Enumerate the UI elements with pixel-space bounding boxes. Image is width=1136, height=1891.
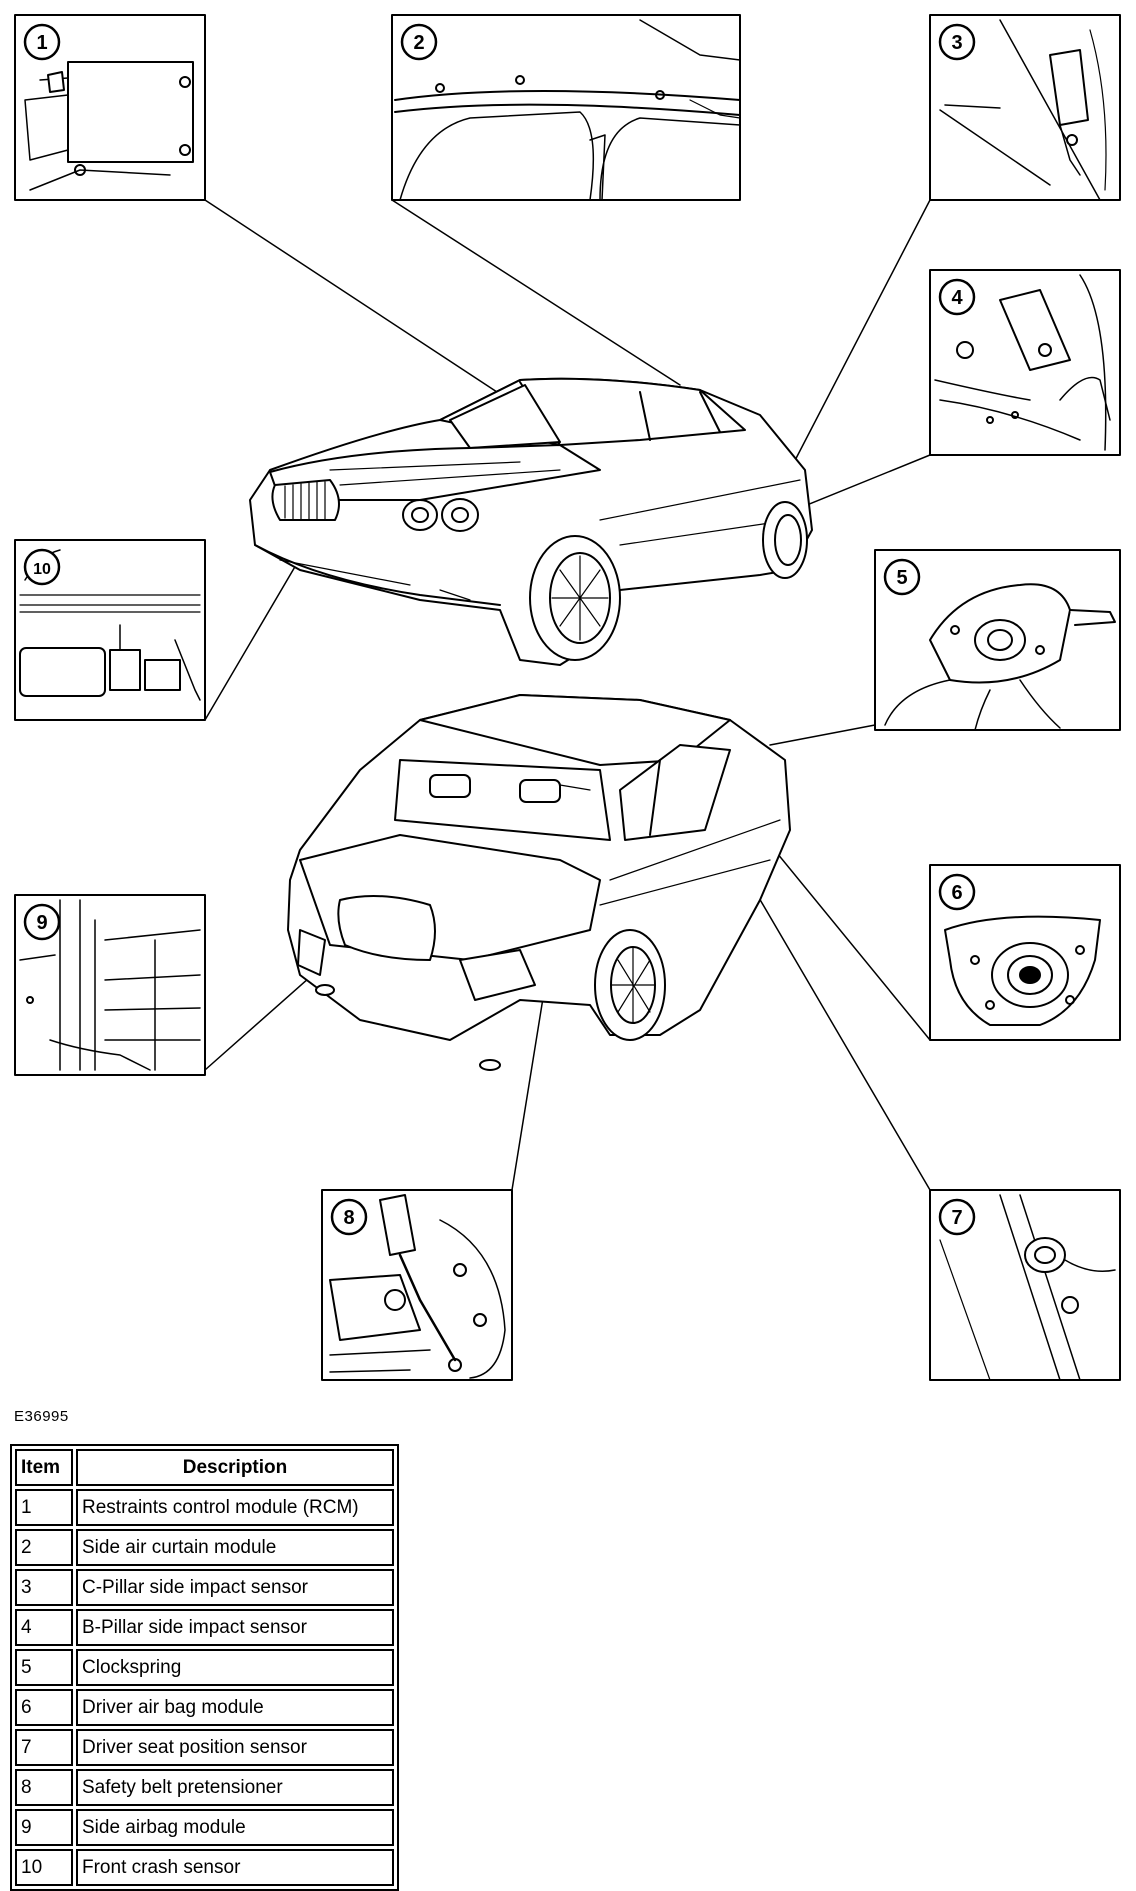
- callout-number: 7: [951, 1207, 962, 1229]
- callout-circle: [938, 23, 976, 61]
- callout-3-c-pillar-side-impact-sensor: 3: [938, 23, 976, 61]
- item-number-cell: 8: [15, 1769, 73, 1806]
- callout-markers: 1 2 3 4 5 6 7 8 9 10: [23, 23, 976, 1236]
- callout-10-front-crash-sensor: 10: [23, 548, 61, 586]
- callout-circle: [23, 23, 61, 61]
- callout-number: 8: [343, 1207, 354, 1229]
- item-number-cell: 3: [15, 1569, 73, 1606]
- item-description-cell: Driver seat position sensor: [76, 1729, 394, 1766]
- item-number-cell: 1: [15, 1489, 73, 1526]
- callout-number: 6: [951, 882, 962, 904]
- callout-number: 10: [33, 561, 51, 578]
- callout-number: 1: [36, 32, 47, 54]
- item-description-cell: Driver air bag module: [76, 1689, 394, 1726]
- item-description-cell: Side airbag module: [76, 1809, 394, 1846]
- callout-circle: [938, 1198, 976, 1236]
- callout-number: 5: [896, 567, 907, 589]
- item-description-cell: Clockspring: [76, 1649, 394, 1686]
- callout-number: 4: [951, 287, 963, 309]
- item-column-header: Item: [15, 1449, 73, 1486]
- callout-circle: [23, 548, 61, 586]
- inset-2-side-air-curtain: [391, 14, 741, 201]
- callout-8-safety-belt-pretensioner: 8: [330, 1198, 368, 1236]
- callout-5-clockspring: 5: [883, 558, 921, 596]
- car-rear-view: [287, 694, 791, 1071]
- inset-6-driver-air-bag: [929, 864, 1121, 1041]
- component-location-diagram: 1 2 3 4 5 6 7 8 9 10: [14, 14, 1121, 1381]
- item-description-cell: Restraints control module (RCM): [76, 1489, 394, 1526]
- item-description-cell: Safety belt pretensioner: [76, 1769, 394, 1806]
- callout-circle: [938, 873, 976, 911]
- item-number-cell: 6: [15, 1689, 73, 1726]
- leader-line-2: [391, 199, 681, 386]
- callout-1-restraints-control-module: 1: [23, 23, 61, 61]
- item-number-cell: 9: [15, 1809, 73, 1846]
- item-number-cell: 4: [15, 1609, 73, 1646]
- callout-6-driver-air-bag-module: 6: [938, 873, 976, 911]
- item-number-cell: 2: [15, 1529, 73, 1566]
- leader-lines: [204, 199, 931, 1191]
- leader-line-3: [789, 199, 931, 471]
- callout-circle: [23, 903, 61, 941]
- table-header-row: Item Description: [15, 1449, 394, 1486]
- car-front-view: [249, 377, 813, 666]
- callout-circle: [883, 558, 921, 596]
- leader-line-5: [769, 724, 876, 746]
- callout-7-driver-seat-position-sensor: 7: [938, 1198, 976, 1236]
- item-description-cell: C-Pillar side impact sensor: [76, 1569, 394, 1606]
- item-number-cell: 5: [15, 1649, 73, 1686]
- callout-2-side-air-curtain-module: 2: [400, 23, 438, 61]
- item-description-cell: Side air curtain module: [76, 1529, 394, 1566]
- callout-number: 2: [413, 32, 424, 54]
- callout-number: 3: [951, 32, 962, 54]
- callout-number: 9: [36, 912, 47, 934]
- callout-9-side-airbag-module: 9: [23, 903, 61, 941]
- callout-circle: [400, 23, 438, 61]
- item-description-cell: Front crash sensor: [76, 1849, 394, 1886]
- callout-4-b-pillar-side-impact-sensor: 4: [938, 278, 976, 316]
- item-number-cell: 10: [15, 1849, 73, 1886]
- callout-circle: [330, 1198, 368, 1236]
- item-description-cell: B-Pillar side impact sensor: [76, 1609, 394, 1646]
- callout-circle: [938, 278, 976, 316]
- inset-1-restraints-control-module: [14, 14, 206, 201]
- item-number-cell: 7: [15, 1729, 73, 1766]
- inset-8-belt-pretensioner: [321, 1189, 513, 1381]
- figure-reference-code: E36995: [14, 1408, 69, 1425]
- description-column-header: Description: [76, 1449, 394, 1486]
